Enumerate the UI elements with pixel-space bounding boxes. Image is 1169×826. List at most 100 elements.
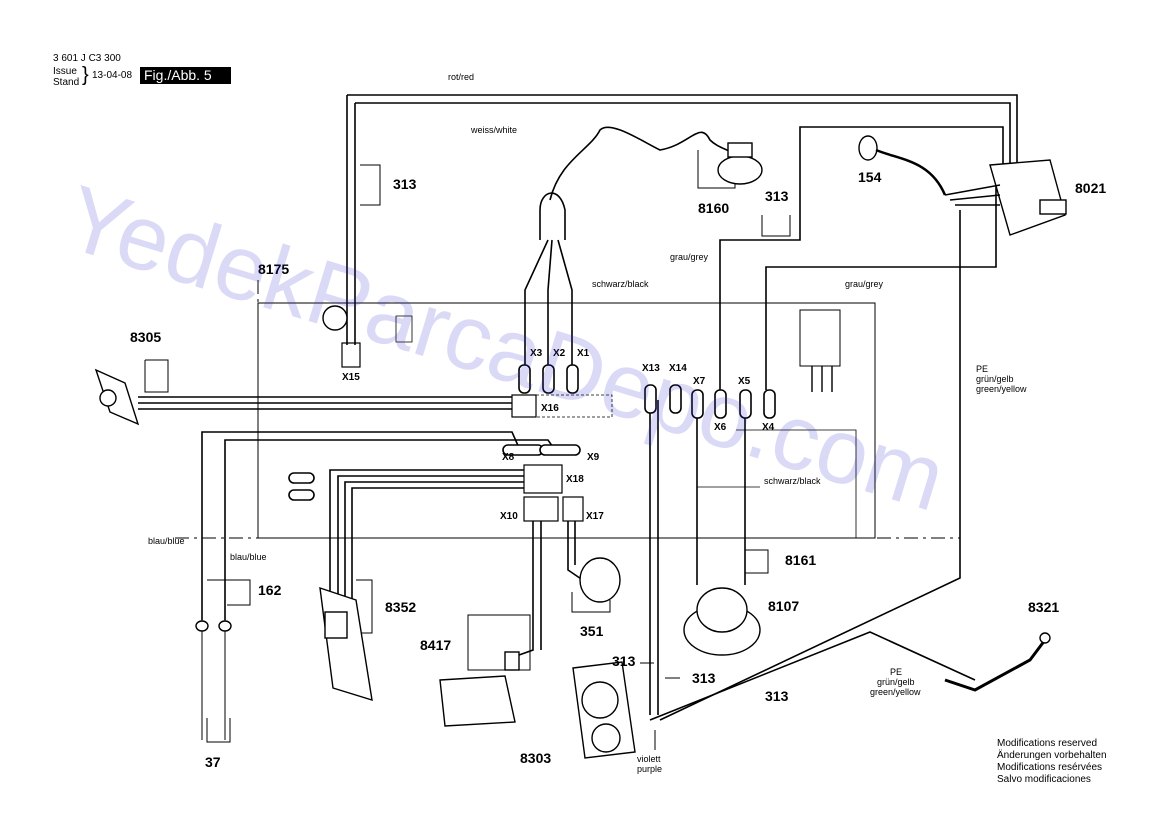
bracket-313a — [360, 164, 381, 206]
ground-lug — [1039, 632, 1051, 644]
wire-label-pe-2-line1: PE — [890, 667, 902, 677]
sensor-pad-8417 — [439, 675, 516, 727]
bracket-8305 — [144, 359, 169, 393]
part-label-8321: 8321 — [1028, 599, 1059, 615]
wire-label-violet-line2: purple — [637, 764, 662, 774]
wire-label-black-1: schwarz/black — [592, 279, 649, 289]
wire-loop — [539, 192, 566, 240]
stand-label: Stand — [53, 77, 80, 88]
wire-label-violet-line1: violett — [637, 754, 661, 764]
wire-label-white: weiss/white — [470, 125, 517, 135]
connector-label-x10: X10 — [500, 511, 518, 522]
part-label-8303: 8303 — [520, 750, 551, 766]
note-de: Änderungen vorbehalten — [997, 750, 1107, 761]
relay-pins — [811, 366, 833, 392]
wire-black-trio — [524, 239, 573, 370]
wire-violet — [649, 400, 659, 715]
connector-label-x7: X7 — [693, 376, 706, 387]
connector-label-x9: X9 — [587, 452, 600, 463]
board-hole — [322, 305, 348, 331]
doc-number: 3 601 J C3 300 — [53, 53, 121, 64]
part-label-162: 162 — [258, 582, 282, 598]
circuit-board-8352 — [319, 586, 373, 701]
connector-label-x4: X4 — [762, 422, 775, 433]
screw-37-left — [195, 620, 209, 632]
control-board-outline — [257, 302, 876, 539]
sensor-8160 — [717, 155, 763, 185]
connector-x14 — [669, 384, 682, 414]
bracket-8352 — [356, 579, 373, 634]
connector-x13 — [644, 384, 657, 414]
wire-label-grey-2: grau/grey — [845, 279, 884, 289]
black-wire-box — [736, 429, 857, 538]
figure-label: Fig./Abb. 5 — [140, 67, 231, 84]
screw-37-right — [218, 620, 232, 632]
wire-label-blue-2: blau/blue — [230, 552, 267, 562]
brace-glyph: } — [82, 64, 89, 86]
bracket-162 — [207, 579, 251, 606]
wire-label-pe-1-line1: PE — [976, 364, 988, 374]
bracket-313b — [761, 215, 791, 237]
wire-white — [355, 102, 1011, 185]
plug-154 — [858, 135, 878, 161]
switch-terminals — [944, 184, 1001, 206]
connector-label-x5: X5 — [738, 376, 751, 387]
motor-8107-top — [696, 587, 748, 633]
connector-x18-body — [523, 464, 563, 494]
connector-label-x1: X1 — [577, 348, 590, 359]
relay-component — [799, 309, 841, 367]
wire-label-red: rot/red — [448, 72, 474, 82]
note-es: Salvo modificaciones — [997, 774, 1091, 785]
pad-connector — [504, 651, 520, 671]
connector-label-x17: X17 — [586, 511, 604, 522]
part-label-313c: 313 — [612, 653, 636, 669]
issue-label: Issue — [53, 66, 77, 77]
wire-label-pe-2-line2: grün/gelb — [877, 677, 915, 687]
connector-x7 — [691, 389, 704, 419]
bracket-8417 — [467, 614, 531, 671]
part-label-8021: 8021 — [1075, 180, 1106, 196]
connector-label-x14: X14 — [669, 363, 687, 374]
wire-motor — [696, 400, 746, 585]
switch-lever — [1039, 199, 1067, 215]
part-label-8107: 8107 — [768, 598, 799, 614]
wire-8305-bundle — [138, 396, 512, 410]
connector-label-x6: X6 — [714, 422, 727, 433]
screw-shafts — [201, 620, 226, 740]
wire-label-black-2: schwarz/black — [764, 476, 821, 486]
wire-label-pe-1-line3: green/yellow — [976, 384, 1027, 394]
connector-label-x3: X3 — [530, 348, 543, 359]
buzzer-351 — [579, 557, 621, 603]
connector-x4 — [763, 389, 776, 419]
wire-label-grey-1: grau/grey — [670, 252, 709, 262]
board-part — [395, 315, 413, 343]
connector-x1 — [566, 364, 579, 394]
part-label-37: 37 — [205, 754, 221, 770]
bracket-8161 — [745, 549, 769, 574]
wire-label-pe-2-line3: green/yellow — [870, 687, 921, 697]
note-en: Modifications reserved — [997, 738, 1098, 749]
connector-label-x15: X15 — [342, 372, 360, 383]
connector-x17-body — [562, 496, 584, 522]
part-label-154: 154 — [858, 169, 882, 185]
wire-red — [347, 94, 1018, 185]
wire-grey-1 — [719, 126, 1004, 390]
wire-label-pe-1-line2: grün/gelb — [976, 374, 1014, 384]
wire-label-blue-1: blau/blue — [148, 536, 185, 546]
connector-x16-body — [511, 394, 537, 418]
ground-strap-8321 — [944, 639, 1047, 692]
bracket-351 — [571, 592, 611, 613]
wire-grey-2 — [765, 185, 997, 390]
wire-pe — [659, 210, 961, 721]
part-label-313e: 313 — [765, 688, 789, 704]
board-jumper-2 — [288, 489, 315, 501]
board-8352-chip — [324, 611, 348, 639]
part-label-8175: 8175 — [258, 261, 289, 277]
connector-label-x2: X2 — [553, 348, 566, 359]
potentiometer-knob — [99, 389, 117, 407]
part-label-313b: 313 — [765, 188, 789, 204]
bracket-37 — [206, 718, 231, 743]
part-label-8161: 8161 — [785, 552, 816, 568]
sensor-8160-top — [727, 142, 753, 158]
